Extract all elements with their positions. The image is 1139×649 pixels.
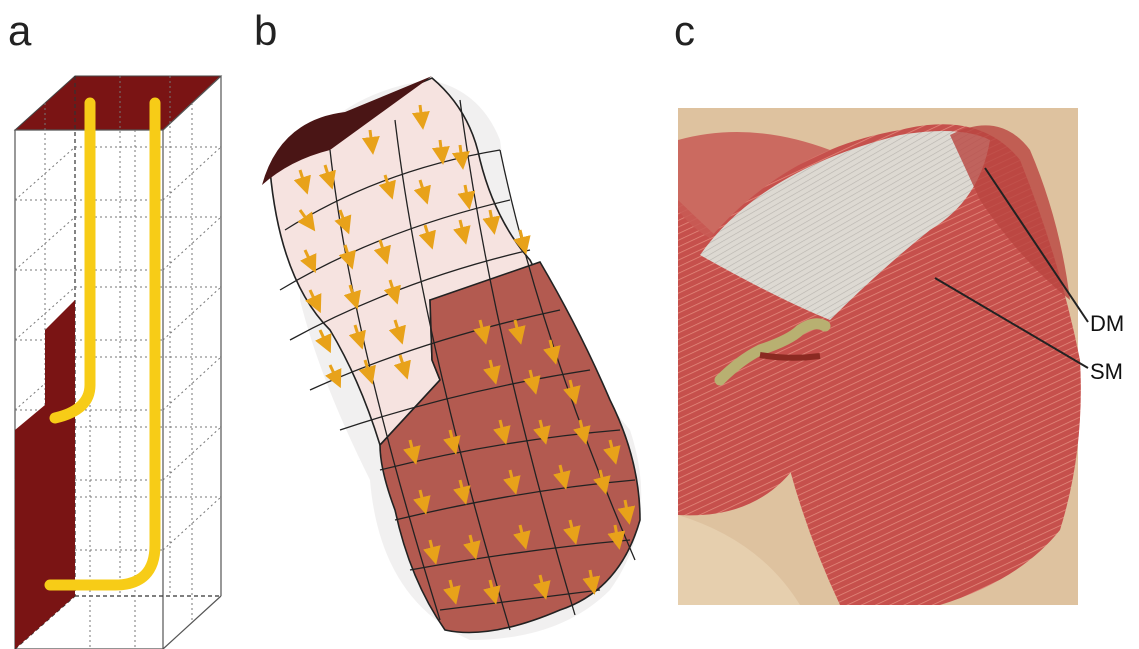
- callout-dm: DM: [1090, 313, 1124, 335]
- muscle-surface-model: [240, 0, 660, 649]
- panel-c: c DM SM: [660, 0, 1139, 649]
- anatomical-illustration: [660, 0, 1139, 649]
- fiber-box-diagram: [0, 0, 240, 649]
- callout-sm: SM: [1090, 361, 1123, 383]
- top-face: [15, 76, 221, 130]
- panel-a: a: [0, 0, 240, 649]
- panel-b: b: [240, 0, 660, 649]
